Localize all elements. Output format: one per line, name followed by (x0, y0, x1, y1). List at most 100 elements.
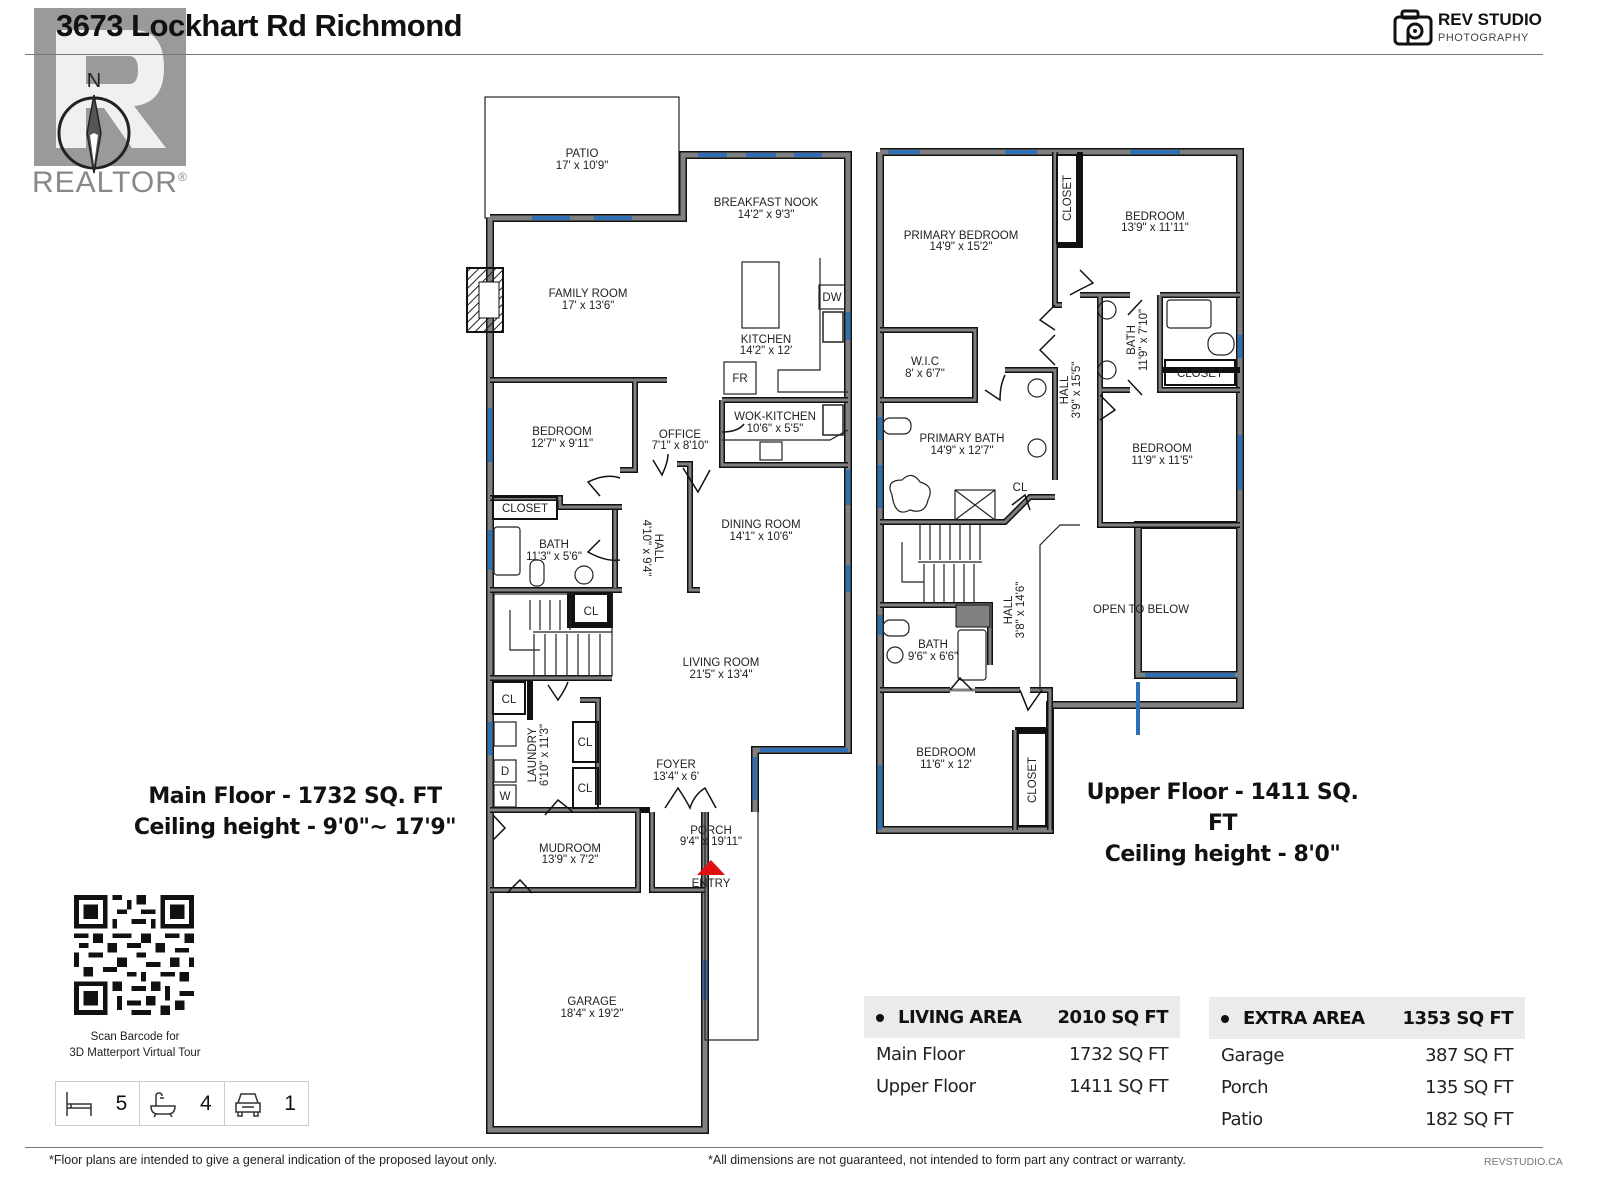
room-label: MUDROOM (539, 843, 601, 855)
room-label: BEDROOM (1125, 211, 1184, 223)
brand-subtitle: PHOTOGRAPHY (1438, 32, 1529, 44)
room-size: 21'5" x 13'4" (689, 669, 752, 681)
footer-website[interactable]: REVSTUDIO.CA (1484, 1156, 1563, 1168)
closet-upper-3 (1017, 732, 1047, 827)
stat-bedrooms: 5 (56, 1082, 141, 1125)
upper-floor-labels: PRIMARY BEDROOM 14'9" x 15'2" BEDROOM 13… (904, 175, 1223, 803)
page-title: 3673 Lockhart Rd Richmond (56, 8, 463, 43)
upper-interior-walls (880, 152, 1240, 830)
room-label: W.I.C (911, 356, 939, 368)
room-label: BEDROOM (1132, 443, 1191, 455)
room-label: DINING ROOM (721, 519, 800, 531)
room-size: 11'6" x 12' (920, 759, 972, 771)
bathtub-icon (957, 629, 987, 681)
area-row-value: 135 SQ FT (1425, 1076, 1513, 1098)
qr-caption: Scan Barcode for 3D Matterport Virtual T… (40, 1029, 230, 1061)
room-label: HALL (1059, 375, 1071, 404)
area-row-label: Porch (1221, 1076, 1269, 1098)
area-row-label: Upper Floor (876, 1075, 976, 1097)
room-label: PRIMARY BATH (920, 433, 1005, 445)
room-label: PORCH (690, 825, 732, 837)
cl-label: CL (1013, 482, 1028, 494)
area-row-label: Main Floor (876, 1043, 965, 1065)
footer-disclaimer-dimensions: *All dimensions are not guaranteed, not … (708, 1153, 1186, 1167)
room-size: 11'3" x 5'6" (526, 551, 582, 563)
main-interior-walls (490, 377, 848, 893)
toilet-icon (529, 559, 545, 587)
bedroom-count: 5 (115, 1091, 128, 1115)
stat-garage: 1 (225, 1082, 308, 1125)
main-exterior-walls (486, 151, 852, 1134)
area-row: Main Floor 1732 SQ FT (864, 1038, 1180, 1070)
room-label: BATH (918, 639, 948, 651)
living-area-table: LIVING AREA 2010 SQ FT Main Floor 1732 S… (864, 996, 1180, 1102)
area-row-value: 1732 SQ FT (1069, 1043, 1168, 1065)
upper-windows (878, 150, 1242, 830)
closet-upper-2 (1164, 359, 1236, 386)
shower-icon (954, 489, 996, 521)
extra-area-table: EXTRA AREA 1353 SQ FT Garage 387 SQ FT P… (1209, 997, 1525, 1135)
cl-label: CL (502, 694, 517, 706)
bathroom-count: 4 (199, 1091, 212, 1115)
upper-exterior-walls (876, 148, 1244, 834)
qr-code[interactable] (74, 895, 194, 1015)
room-size: 4'10" x 9'4" (640, 520, 652, 577)
upper-floor-caption: Upper Floor - 1411 SQ. FT Ceiling height… (1070, 777, 1375, 870)
room-size: 11'9" x 7'10" (1138, 309, 1150, 371)
room-label: LIVING ROOM (683, 657, 760, 669)
camera-icon (1393, 9, 1433, 46)
room-size: 6'10" x 11'3" (539, 724, 551, 786)
area-row: Patio 182 SQ FT (1209, 1103, 1525, 1135)
footer-divider (25, 1147, 1543, 1148)
property-stats: 5 4 1 (55, 1081, 309, 1126)
qr-caption-line2: 3D Matterport Virtual Tour (69, 1047, 201, 1059)
room-size: 13'9" x 7'2" (542, 854, 599, 866)
room-size: 10'6" x 5'5" (747, 423, 804, 435)
room-size: 17' x 13'6" (562, 300, 615, 312)
room-label: KITCHEN (741, 334, 791, 346)
dryer-icon (493, 759, 517, 783)
cl-label: CL (578, 737, 593, 749)
upper-stairs-icon (901, 525, 982, 603)
main-floor-plan (466, 96, 852, 1134)
main-floor-area: Main Floor - 1732 SQ. FT (148, 784, 442, 809)
dw-label: DW (822, 292, 841, 304)
main-doors (492, 423, 745, 894)
main-floor-caption: Main Floor - 1732 SQ. FT Ceiling height … (130, 781, 460, 843)
closet-cl-1 (573, 593, 609, 627)
washer-label: W (500, 791, 511, 803)
room-size: 12'7" x 9'11" (531, 438, 593, 450)
room-label: GARAGE (567, 996, 617, 1008)
living-area-header: LIVING AREA 2010 SQ FT (864, 996, 1180, 1038)
dishwasher (818, 284, 846, 310)
toilet-icon (882, 417, 912, 435)
area-row: Upper Floor 1411 SQ FT (864, 1070, 1180, 1102)
room-label: OFFICE (659, 429, 701, 441)
stat-bathrooms: 4 (140, 1082, 225, 1125)
area-row-label: Patio (1221, 1108, 1263, 1130)
upper-doors (949, 269, 1143, 712)
room-size: 13'9" x 11'11" (1121, 222, 1189, 234)
washer-icon (493, 784, 517, 808)
realtor-wordmark: REALTOR® (32, 166, 188, 199)
bullet-icon (1221, 1014, 1229, 1023)
room-size: 18'4" x 19'2" (560, 1008, 623, 1020)
room-size: 13'4" x 6' (653, 771, 699, 783)
room-size: 14'2" x 12' (740, 345, 793, 357)
garage-count: 1 (284, 1091, 296, 1115)
bathtub-icon (493, 526, 521, 576)
living-area-total: 2010 SQ FT (1057, 1006, 1169, 1028)
realtor-r-icon (56, 30, 166, 148)
room-size: 14'9" x 12'7" (930, 445, 993, 457)
closet-cl-3 (572, 721, 599, 763)
bullet-icon (876, 1013, 884, 1022)
upper-floor-plan (876, 148, 1244, 834)
jacuzzi-tub-icon (889, 474, 931, 513)
room-size: 14'2" x 9'3" (738, 209, 795, 221)
room-label: HALL (652, 534, 664, 563)
room-label: BREAKFAST NOOK (714, 197, 819, 209)
living-area-label: LIVING AREA (898, 1006, 1022, 1028)
room-size: 8' x 6'7" (905, 368, 945, 380)
room-label: PATIO (566, 148, 599, 160)
